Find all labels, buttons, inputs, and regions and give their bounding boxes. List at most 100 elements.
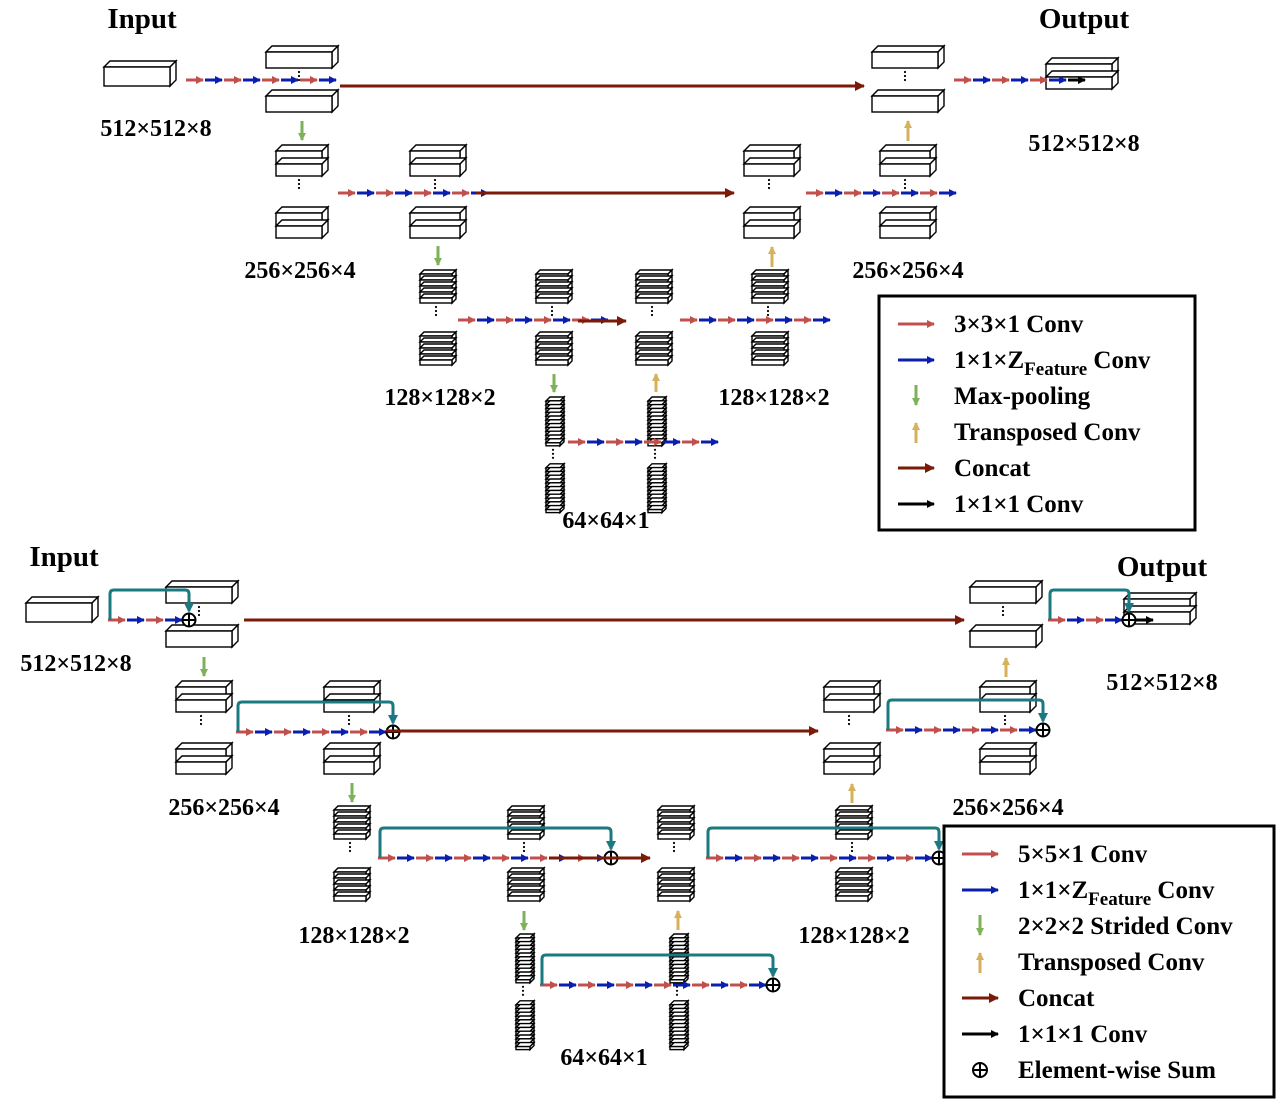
ellipsis-dots bbox=[672, 841, 676, 853]
feature-map-slab bbox=[506, 890, 546, 903]
legend-row: 5×5×1 Conv bbox=[962, 841, 1148, 868]
bottom-encoder2-dim: 256×256×4 bbox=[168, 795, 279, 821]
feature-map-slab bbox=[322, 754, 382, 776]
ellipsis-dots bbox=[903, 70, 907, 82]
feature-map-slab bbox=[514, 974, 536, 985]
feature-map-slab bbox=[668, 974, 690, 985]
legend-row: Transposed Conv bbox=[976, 949, 1205, 976]
ellipsis-dots bbox=[1003, 714, 1007, 726]
top-decoder2-dim: 256×256×4 bbox=[852, 258, 963, 284]
conv-arrow-chain bbox=[886, 698, 1051, 738]
bottom-block-decoder-3 bbox=[656, 804, 874, 903]
feature-map-slab bbox=[742, 156, 802, 178]
feature-map-slab bbox=[750, 292, 790, 305]
feature-map-slab bbox=[822, 754, 882, 776]
feature-map-slab bbox=[102, 59, 178, 88]
legend-label: Element-wise Sum bbox=[1018, 1057, 1216, 1084]
legend-label: 3×3×1 Conv bbox=[954, 311, 1084, 338]
residual-skip-arrow bbox=[706, 826, 944, 858]
legend-label: Concat bbox=[1018, 985, 1095, 1012]
ellipsis-dots bbox=[850, 841, 854, 853]
feature-map-slab bbox=[870, 88, 946, 114]
legend-label: 5×5×1 Conv bbox=[1018, 841, 1148, 868]
top-input-title: Input bbox=[107, 3, 177, 35]
top-block-encoder-2 bbox=[274, 143, 468, 240]
feature-map-slab bbox=[418, 292, 458, 305]
feature-map-slab bbox=[534, 354, 574, 367]
bottom-block-decoder-2 bbox=[822, 679, 1038, 776]
legend-label: 2×2×2 Strided Conv bbox=[1018, 913, 1233, 940]
legend-row: Max-pooling bbox=[912, 383, 1091, 410]
feature-map-slab bbox=[174, 692, 234, 714]
feature-map-slab bbox=[544, 437, 566, 448]
bottom-decoder3-dim: 128×128×2 bbox=[798, 923, 909, 949]
residual-skip-arrow bbox=[540, 953, 778, 985]
feature-map-slab bbox=[656, 828, 696, 841]
bottom-block-encoder-2 bbox=[174, 679, 382, 776]
ellipsis-dots bbox=[197, 605, 201, 617]
feature-map-slab bbox=[506, 828, 546, 841]
ellipsis-dots bbox=[521, 985, 525, 996]
legend-row: Transposed Conv bbox=[912, 419, 1141, 446]
ellipsis-dots bbox=[675, 985, 679, 996]
element-wise-sum-icon bbox=[931, 850, 947, 866]
residual-skip-arrow bbox=[236, 700, 398, 732]
feature-map-slab bbox=[646, 503, 668, 515]
feature-map-slab bbox=[878, 156, 938, 178]
bottom-block-bottleneck bbox=[514, 932, 690, 1052]
legend-label: Concat bbox=[954, 455, 1031, 482]
ellipsis-dots bbox=[653, 448, 657, 459]
ellipsis-dots bbox=[551, 448, 555, 459]
element-wise-sum-icon bbox=[765, 977, 781, 993]
legend-row: Concat bbox=[898, 455, 1031, 482]
ellipsis-dots bbox=[434, 305, 438, 317]
feature-map-slab bbox=[418, 354, 458, 367]
top-output-dim: 512×512×8 bbox=[1028, 131, 1139, 157]
feature-map-slab bbox=[656, 890, 696, 903]
bottom-output-title: Output bbox=[1117, 551, 1208, 583]
legend-row: 2×2×2 Strided Conv bbox=[976, 913, 1233, 940]
feature-map-slab bbox=[264, 44, 340, 70]
ellipsis-dots bbox=[847, 714, 851, 726]
feature-map-slab bbox=[164, 579, 240, 605]
ellipsis-dots bbox=[650, 305, 654, 317]
legend-row: 3×3×1 Conv bbox=[898, 311, 1084, 338]
legend-label: Transposed Conv bbox=[954, 419, 1141, 446]
legend-row: 1×1×1 Conv bbox=[898, 491, 1084, 518]
element-wise-sum-icon bbox=[1035, 722, 1051, 738]
bottom-network: Input Output bbox=[20, 541, 1276, 1099]
legend-label: 1×1×ZFeature Conv bbox=[1018, 877, 1215, 910]
ellipsis-dots bbox=[1001, 605, 1005, 617]
feature-map-slab bbox=[968, 579, 1044, 605]
feature-map-slab bbox=[332, 890, 372, 903]
top-decoder3-dim: 128×128×2 bbox=[718, 385, 829, 411]
top-block-encoder-3 bbox=[418, 268, 574, 367]
ellipsis-dots bbox=[433, 178, 437, 190]
feature-map-slab bbox=[834, 828, 874, 841]
legend-label: Max-pooling bbox=[954, 383, 1091, 410]
bottom-block-encoder-3 bbox=[332, 804, 546, 903]
feature-map-slab bbox=[634, 292, 674, 305]
feature-map-slab bbox=[164, 623, 240, 649]
bottom-input-title: Input bbox=[29, 541, 99, 573]
feature-map-slab bbox=[870, 44, 946, 70]
legend-label: Transposed Conv bbox=[1018, 949, 1205, 976]
top-block-decoder-3 bbox=[634, 268, 790, 367]
top-block-bottleneck bbox=[544, 395, 668, 515]
legend-label: 1×1×ZFeature Conv bbox=[954, 347, 1151, 380]
ellipsis-dots bbox=[903, 178, 907, 190]
top-legend: 3×3×1 Conv 1×1×ZFeature ConvMax-poolingTr… bbox=[877, 294, 1197, 532]
legend-label: 1×1×1 Conv bbox=[954, 491, 1084, 518]
ellipsis-dots bbox=[767, 178, 771, 190]
bottom-input-dim: 512×512×8 bbox=[20, 651, 131, 677]
top-network: Input Output bbox=[100, 3, 1197, 534]
feature-map-slab bbox=[634, 354, 674, 367]
feature-map-slab bbox=[174, 754, 234, 776]
bottom-encoder3-dim: 128×128×2 bbox=[298, 923, 409, 949]
feature-map-slab bbox=[332, 828, 372, 841]
residual-skip-arrow bbox=[108, 588, 194, 620]
top-output-title: Output bbox=[1039, 3, 1130, 35]
top-block-encoder-1 bbox=[102, 44, 340, 114]
ellipsis-dots bbox=[297, 178, 301, 190]
